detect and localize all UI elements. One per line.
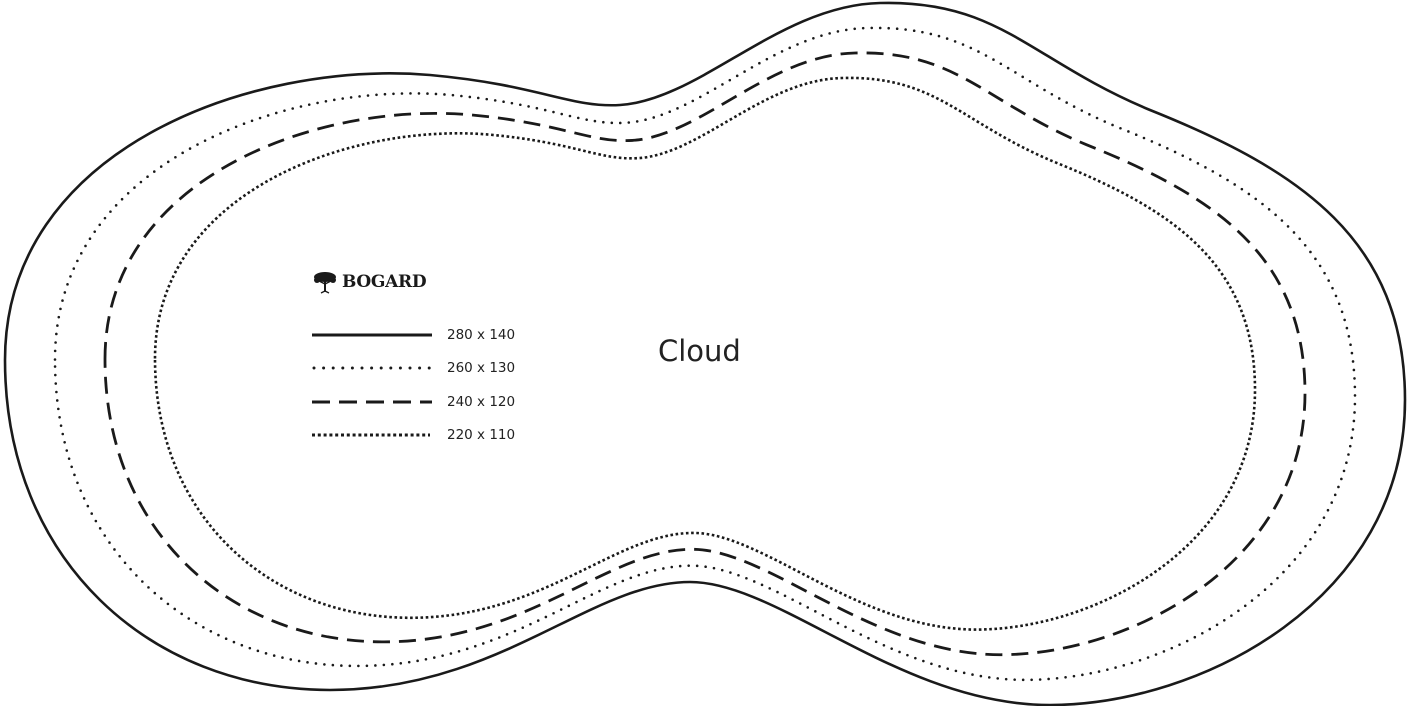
size-legend: 280 x 140 260 x 130 240 x 120 220 x 110 (312, 318, 515, 452)
legend-label: 280 x 140 (447, 326, 516, 343)
brand-name: BOGARD (342, 272, 427, 292)
legend-item: 260 x 130 (312, 352, 515, 386)
legend-label: 220 x 110 (447, 427, 516, 444)
brand-logo: BOGARD (312, 270, 427, 294)
shape-title: Cloud (658, 334, 741, 368)
legend-item: 280 x 140 (312, 318, 515, 352)
legend-label: 260 x 130 (447, 360, 516, 377)
tree-icon (314, 272, 336, 294)
legend-item: 220 x 110 (312, 419, 515, 453)
legend-line-fine-dotted (312, 433, 430, 437)
legend-label: 240 x 120 (447, 393, 516, 410)
legend-item: 240 x 120 (312, 385, 515, 419)
legend-line-dotted (312, 366, 432, 370)
legend-line-dashed (312, 400, 432, 404)
legend-line-solid (312, 333, 432, 337)
